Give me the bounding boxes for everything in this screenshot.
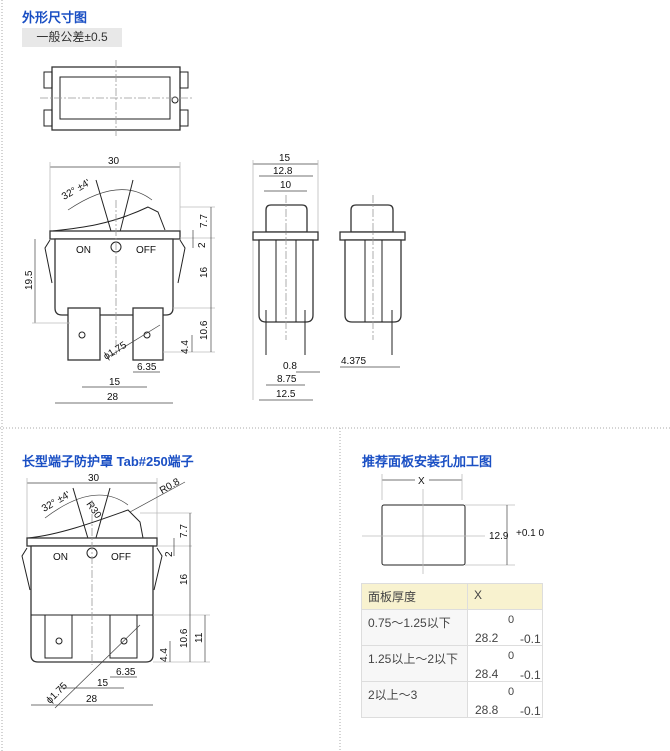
dimension-label: OFF — [136, 245, 156, 256]
dimension-label: 6.35 — [137, 362, 157, 373]
dimension-label: 7.7 — [179, 524, 190, 538]
x-upper-tol: 0 — [508, 614, 515, 626]
x-lower-tol: -0.1 — [520, 632, 541, 646]
x-cell: 28.4 0 -0.1 — [467, 645, 543, 682]
dimension-label: ϕ1.75 — [44, 680, 70, 706]
dimension-label: 8.75 — [277, 374, 297, 385]
side-view-2: 4.375 — [339, 195, 406, 368]
dimension-label: 4.4 — [159, 648, 170, 662]
section-title-dimensions: 外形尺寸图 — [22, 10, 88, 25]
dimension-label: 10.6 — [179, 628, 190, 648]
dimension-label: 15 — [109, 377, 121, 388]
header-x: X — [467, 583, 543, 610]
dimension-label: 10 — [280, 180, 292, 191]
dimension-label: 32° ±4' — [40, 490, 72, 515]
dimension-label: 4.375 — [341, 356, 366, 367]
thickness-cell: 0.75～1.25以下 — [361, 609, 468, 646]
long-terminal-view: 30 R0.8 R30 32° ±4' ON OFF 7.7 2 16 10.6… — [21, 473, 210, 709]
dimension-label: 2 — [197, 242, 208, 248]
dimension-label: 12.9 — [489, 531, 509, 542]
top-view — [40, 60, 192, 136]
dimension-label: 15 — [97, 678, 109, 689]
dimension-label: R0.8 — [158, 476, 182, 496]
x-cell: 28.2 0 -0.1 — [467, 609, 543, 646]
dimension-label: 4.4 — [180, 340, 191, 354]
dimension-label: 28 — [86, 694, 98, 705]
dimension-label: ϕ1.75 — [102, 340, 129, 363]
dimension-label: 10.6 — [199, 320, 210, 340]
dimension-label: 30 — [108, 156, 120, 167]
dimension-label: OFF — [111, 552, 131, 563]
x-value: 28.4 — [475, 667, 499, 681]
dimension-label: 16 — [199, 266, 210, 278]
table-row: 1.25以上～2以下 28.4 0 -0.1 — [361, 645, 543, 682]
thickness-cell: 1.25以上～2以下 — [361, 645, 468, 682]
dimension-label: 11 — [194, 632, 205, 643]
dimension-label: R30 — [84, 499, 104, 521]
x-value: 28.2 — [475, 631, 499, 645]
table-row: 2以上～3 28.8 0 -0.1 — [361, 681, 543, 718]
x-value: 28.8 — [475, 703, 499, 717]
panel-thickness-table: 面板厚度 X 0.75～1.25以下 28.2 0 -0.1 1.25以上～2以下 … — [361, 583, 543, 718]
dimension-label: X — [418, 476, 425, 487]
dimension-label: 16 — [179, 573, 190, 585]
dimension-label: ON — [76, 245, 91, 256]
dimension-label: 12.8 — [273, 166, 293, 177]
dimension-label: 15 — [279, 153, 291, 164]
dimension-label: 12.5 — [276, 389, 296, 400]
dimension-label: ON — [53, 552, 68, 563]
dimension-label: 19.5 — [24, 270, 35, 290]
dimension-label: +0.1 0 — [516, 528, 545, 539]
dimension-label: 28 — [107, 392, 119, 403]
x-upper-tol: 0 — [508, 686, 515, 698]
x-lower-tol: -0.1 — [520, 668, 541, 682]
x-upper-tol: 0 — [508, 650, 515, 662]
tolerance-label: 一般公差±0.5 — [22, 28, 122, 47]
x-lower-tol: -0.1 — [520, 704, 541, 718]
side-view: 15 12.8 10 0.8 8.75 12.5 — [252, 153, 320, 401]
front-view: 30 32° ±4' ON OFF 7.7 2 16 10.6 4.4 19.5… — [24, 156, 215, 404]
section-title-panel-cutout: 推荐面板安装孔加工图 — [362, 454, 493, 469]
dimension-label: 6.35 — [116, 667, 136, 678]
table-header-row: 面板厚度 X — [361, 583, 543, 610]
table-row: 0.75～1.25以下 28.2 0 -0.1 — [361, 609, 543, 646]
header-thickness: 面板厚度 — [361, 583, 468, 610]
dimension-label: 7.7 — [199, 214, 210, 228]
dimension-label: 0.8 — [283, 361, 297, 372]
dimension-label: 2 — [164, 551, 175, 557]
thickness-cell: 2以上～3 — [361, 681, 468, 718]
x-cell: 28.8 0 -0.1 — [467, 681, 543, 718]
dimension-label: 30 — [88, 473, 100, 484]
section-title-long-terminal: 长型端子防护罩 Tab#250端子 — [22, 454, 194, 469]
panel-cutout: X 12.9 +0.1 0 — [362, 473, 545, 574]
